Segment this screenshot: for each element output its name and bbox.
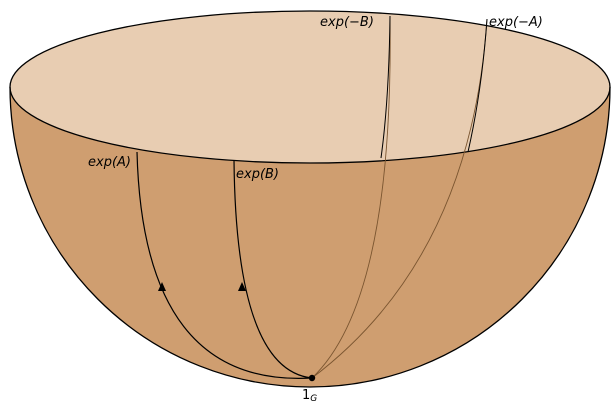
arrow-exp-b [238,282,246,291]
label-exp-neg-a: exp(−A) [489,15,543,30]
hemisphere-outline [9,86,611,388]
geodesic-to-exp-neg-a [311,18,488,379]
geodesic-to-exp-a [136,151,313,379]
geodesic-to-exp-neg-b-rim [380,15,391,159]
geodesic-to-exp-neg-b [311,15,391,379]
rim-disc [9,10,611,164]
identity-point [308,374,316,382]
label-identity-base: 1 [302,388,310,403]
label-exp-neg-b: exp(−B) [320,15,374,30]
arrow-exp-a [158,282,166,291]
label-identity-sub: G [310,394,317,403]
geodesic-to-exp-neg-a-rim [467,18,488,153]
geodesic-to-exp-b [233,159,313,379]
label-identity: 1G [302,388,317,403]
hemisphere-body [10,87,610,387]
label-exp-a: exp(A) [88,155,131,170]
label-exp-b: exp(B) [236,167,279,182]
